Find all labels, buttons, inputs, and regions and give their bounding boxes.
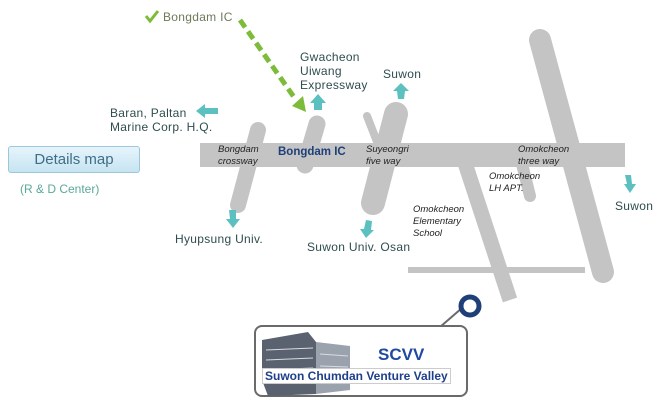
- arrow-up-icon: [393, 83, 409, 99]
- arrow-down-icon: [624, 175, 636, 193]
- route-arrowhead: [292, 96, 306, 112]
- arrow-down-icon: [360, 220, 374, 238]
- location-pin-icon: [458, 294, 482, 318]
- bongdam-ic-road-label: Bongdam IC: [278, 146, 346, 158]
- suyeongri-branch: [363, 112, 385, 156]
- suyeongri-label: Suyeongri five way: [366, 144, 409, 168]
- arrow-left-icon: [196, 104, 218, 118]
- label-line: Uiwang: [300, 64, 342, 78]
- scvv-logo: SCVV: [378, 345, 425, 364]
- label-line: Bongdam: [218, 144, 259, 155]
- school-road: [456, 157, 518, 303]
- gwacheon-label: Gwacheon Uiwang Expressway: [300, 50, 368, 92]
- label-line: Omokcheon: [489, 171, 541, 182]
- details-subtitle: (R & D Center): [20, 182, 100, 196]
- label-line: School: [413, 228, 443, 239]
- arrow-up-icon: [310, 94, 326, 110]
- bongdam-crossway-road: [230, 122, 266, 213]
- lh-apt-road: [515, 154, 536, 202]
- label-line: five way: [366, 156, 401, 167]
- hyupsung-label: Hyupsung Univ.: [175, 232, 264, 246]
- omokcheon-lh-apt-label: Omokcheon LH APT.: [489, 171, 540, 195]
- details-map-button[interactable]: Details map: [8, 146, 140, 173]
- omokcheon-road: [529, 29, 614, 283]
- bongdam-ic-road: [296, 115, 326, 174]
- suwon-univ-label: Suwon Univ. Osan: [307, 240, 411, 254]
- check-icon: [144, 10, 160, 24]
- label-line: Suyeongri: [366, 144, 409, 155]
- bongdam-crossway-label: Bongdam crossway: [218, 144, 259, 168]
- suwon-right-label: Suwon: [615, 199, 654, 213]
- route-dashed-arrow: [237, 18, 299, 102]
- label-line: Omokcheon: [413, 204, 465, 215]
- label-line: Gwacheon: [300, 50, 360, 64]
- bongdam-ic-route-label: Bongdam IC: [163, 10, 233, 24]
- label-line: crossway: [218, 156, 258, 167]
- arrow-down-icon: [226, 210, 240, 228]
- label-line: Expressway: [300, 78, 368, 92]
- suwon-top-label: Suwon: [383, 67, 422, 81]
- label-line: Marine Corp. H.Q.: [110, 120, 213, 134]
- label-line: Baran, Paltan: [110, 106, 187, 120]
- destination-title: Suwon Chumdan Venture Valley: [262, 368, 451, 384]
- label-line: Elementary: [413, 216, 462, 227]
- omokcheon-three-way-label: Omokcheon three way: [518, 144, 569, 168]
- label-line: LH APT.: [489, 183, 524, 194]
- omokcheon-school-label: Omokcheon Elementary School: [413, 204, 464, 240]
- label-line: three way: [518, 156, 560, 167]
- suyeongri-road: [361, 102, 408, 215]
- label-line: Omokcheon: [518, 144, 570, 155]
- building-image: [262, 332, 350, 396]
- baran-label: Baran, Paltan Marine Corp. H.Q.: [110, 106, 212, 134]
